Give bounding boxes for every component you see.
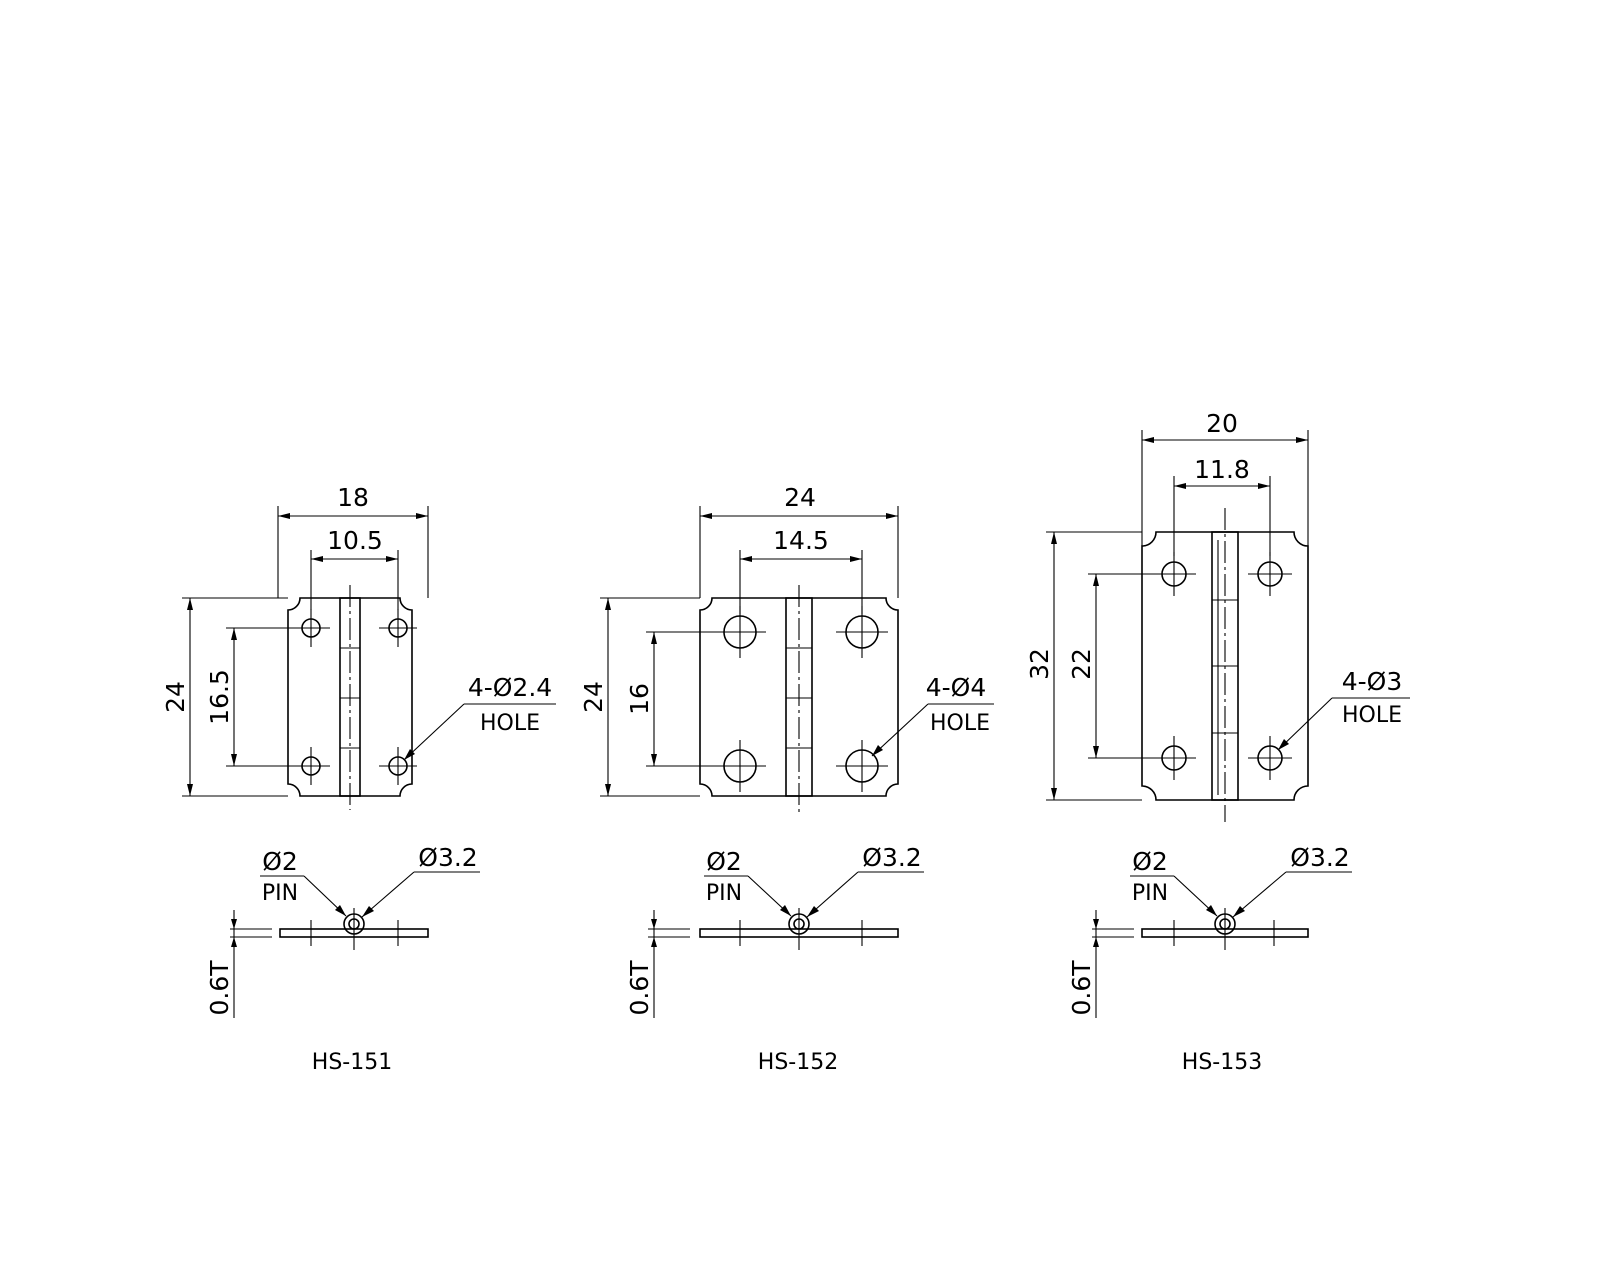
knuckle-end-view — [343, 913, 365, 935]
mounting-hole — [714, 606, 766, 658]
knuckle-callout-size: Ø3.2 — [1290, 843, 1349, 872]
mounting-hole — [292, 609, 330, 647]
pin-callout-size: Ø2 — [706, 847, 742, 876]
hole-spacing-x-dimension: 11.8 — [1194, 455, 1250, 484]
knuckle-end-view — [788, 913, 810, 935]
hole-callout-size: 4-Ø2.4 — [468, 673, 552, 702]
hole-spacing-x-dimension: 14.5 — [773, 526, 829, 555]
thickness-dimension: 0.6T — [625, 960, 654, 1016]
mounting-hole — [292, 747, 330, 785]
mounting-hole — [836, 606, 888, 658]
pin-end-view — [1219, 918, 1231, 930]
width-dimension: 18 — [337, 483, 369, 512]
hole-callout-size: 4-Ø4 — [926, 673, 987, 702]
mounting-hole — [379, 747, 417, 785]
hole-callout-label: HOLE — [930, 711, 990, 736]
knuckle-callout-size: Ø3.2 — [862, 843, 921, 872]
pin-end-view — [348, 918, 360, 930]
pin-callout-label: PIN — [262, 881, 298, 906]
hole-callout-label: HOLE — [1342, 703, 1402, 728]
mounting-hole — [1152, 736, 1196, 780]
knuckle-callout-size: Ø3.2 — [418, 843, 477, 872]
hinge-hs-151: 18 10.5 24 16.5 4-Ø2.4 HOLE 0.6T — [161, 483, 556, 1075]
height-dimension: 32 — [1025, 648, 1054, 680]
mounting-hole — [1152, 552, 1196, 596]
hinge-hs-153: 20 11.8 32 22 4-Ø3 HOLE 0.6T — [1025, 409, 1410, 1075]
hole-callout-label: HOLE — [480, 711, 540, 736]
width-dimension: 20 — [1206, 409, 1238, 438]
hinge-hs-152: 24 14.5 24 16 4-Ø4 HOLE 0.6T — [579, 483, 994, 1075]
hole-spacing-y-dimension: 16 — [625, 683, 654, 715]
pin-callout-label: PIN — [1132, 881, 1168, 906]
thickness-dimension: 0.6T — [1067, 960, 1096, 1016]
knuckle-end-view — [1214, 913, 1236, 935]
mounting-hole — [1248, 736, 1292, 780]
mounting-hole — [714, 740, 766, 792]
hinge-plate-outline — [1141, 531, 1309, 801]
pin-callout-size: Ø2 — [262, 847, 298, 876]
hinge-plate-outline — [699, 597, 899, 797]
hole-spacing-y-dimension: 16.5 — [205, 669, 234, 725]
hinge-plate-outline — [287, 597, 413, 797]
mounting-hole — [379, 609, 417, 647]
hole-spacing-y-dimension: 22 — [1067, 648, 1096, 680]
width-dimension: 24 — [784, 483, 816, 512]
mounting-hole — [836, 740, 888, 792]
pin-callout-size: Ø2 — [1132, 847, 1168, 876]
model-label: HS-153 — [1182, 1050, 1262, 1075]
model-label: HS-151 — [312, 1050, 392, 1075]
pin-callout-label: PIN — [706, 881, 742, 906]
height-dimension: 24 — [161, 681, 190, 713]
pin-end-view — [793, 918, 805, 930]
thickness-dimension: 0.6T — [205, 960, 234, 1016]
hole-spacing-x-dimension: 10.5 — [327, 526, 383, 555]
mounting-hole — [1248, 552, 1292, 596]
model-label: HS-152 — [758, 1050, 838, 1075]
hole-callout-size: 4-Ø3 — [1342, 667, 1403, 696]
height-dimension: 24 — [579, 681, 608, 713]
